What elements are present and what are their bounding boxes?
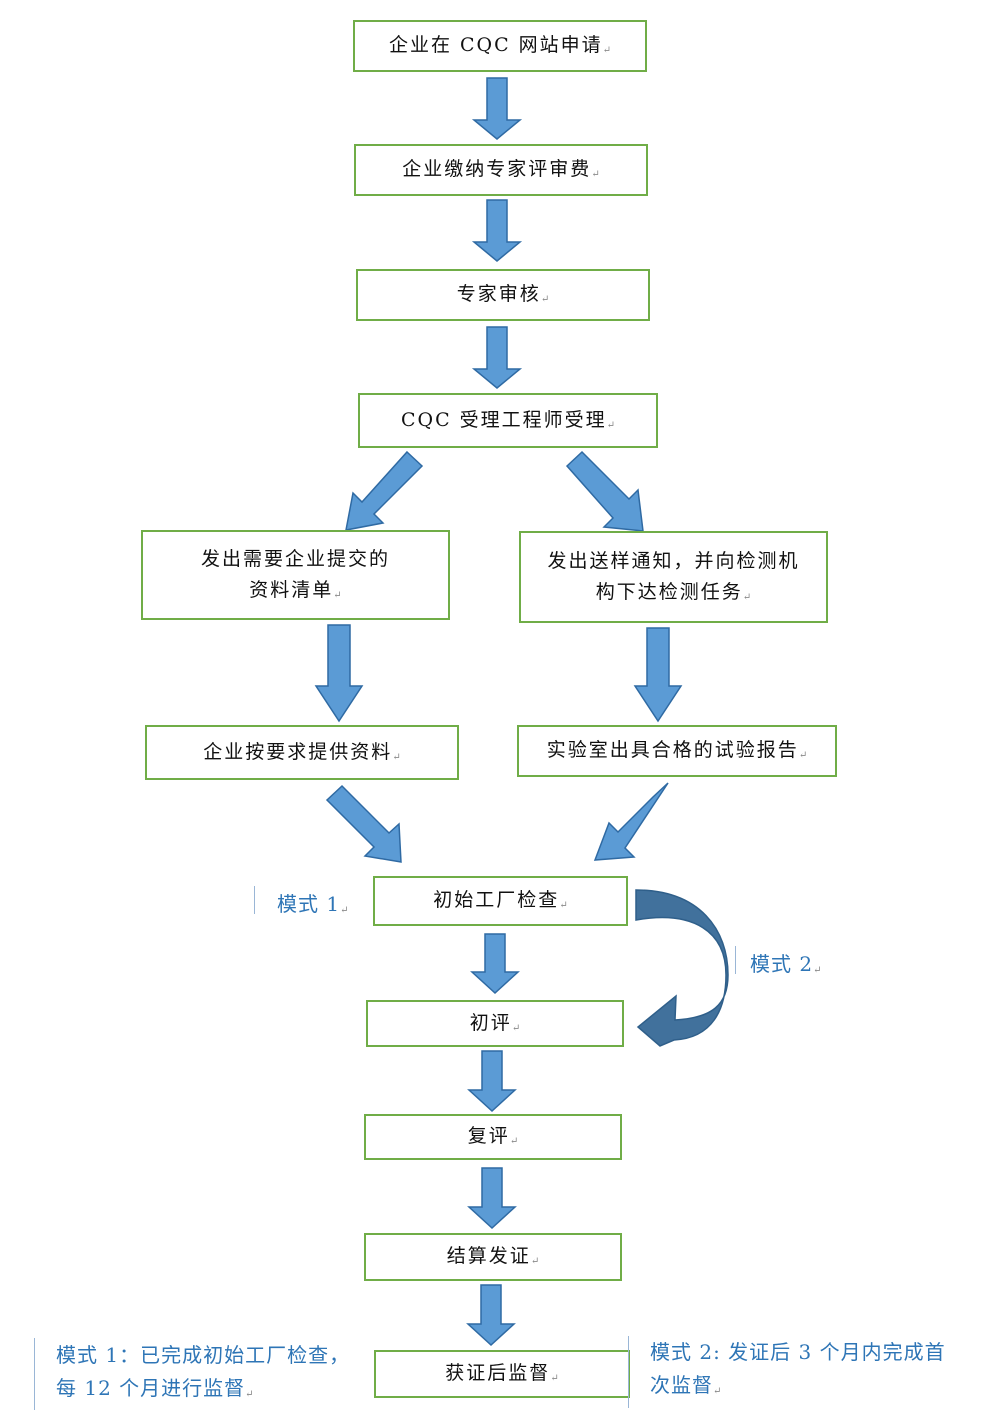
arrow-lab-to-factory xyxy=(593,782,669,861)
mode2-note-bar xyxy=(628,1336,629,1408)
step-apply-text: 企业在 CQC 网站申请 xyxy=(389,30,611,61)
mode2-label-bar xyxy=(735,946,736,974)
mode2-note: 模式 2: 发证后 3 个月内完成首 次监督 xyxy=(650,1336,970,1402)
arrow-settle-to-supervision xyxy=(466,1284,516,1347)
step-second-review-text: 复评 xyxy=(468,1121,518,1152)
mode2-label-text: 模式 2 xyxy=(750,952,821,976)
mode1-note-text: 模式 1：已完成初始工厂检查， 每 12 个月进行监督 xyxy=(56,1343,350,1400)
arrow-apply-to-pay xyxy=(471,77,523,140)
arrow-provide-to-factory xyxy=(325,784,402,863)
step-expert-review: 专家审核 xyxy=(356,269,650,321)
step-factory-inspection-text: 初始工厂检查 xyxy=(433,885,567,916)
step-settle-certify: 结算发证 xyxy=(364,1233,622,1281)
step-sample-notice-text: 发出送样通知，并向检测机 构下达检测任务 xyxy=(547,546,799,609)
mode1-note-bar xyxy=(34,1338,35,1410)
mode1-label: 模式 1 xyxy=(277,888,348,921)
step-expert-review-text: 专家审核 xyxy=(457,279,549,310)
step-pay-fee: 企业缴纳专家评审费 xyxy=(354,144,648,196)
step-second-review: 复评 xyxy=(364,1114,622,1160)
mode2-note-text: 模式 2: 发证后 3 个月内完成首 次监督 xyxy=(650,1340,946,1397)
step-lab-report-text: 实验室出具合格的试验报告 xyxy=(547,735,807,766)
step-pay-fee-text: 企业缴纳专家评审费 xyxy=(402,154,599,185)
step-provide-docs: 企业按要求提供资料 xyxy=(145,725,459,780)
arrow-factory-to-first xyxy=(470,933,520,995)
mode1-label-bar xyxy=(254,886,255,914)
step-first-review-text: 初评 xyxy=(470,1008,520,1039)
mode1-note: 模式 1：已完成初始工厂检查， 每 12 个月进行监督 xyxy=(56,1339,371,1405)
mode1-label-text: 模式 1 xyxy=(277,892,348,916)
step-provide-docs-text: 企业按要求提供资料 xyxy=(203,737,400,768)
arrow-second-to-settle xyxy=(467,1167,517,1230)
step-post-supervision: 获证后监督 xyxy=(374,1350,630,1398)
step-engineer-accept: CQC 受理工程师受理 xyxy=(358,393,658,448)
curved-arrow-mode2 xyxy=(635,889,729,1047)
arrow-accept-to-sample xyxy=(565,450,644,532)
step-sample-notice: 发出送样通知，并向检测机 构下达检测任务 xyxy=(519,531,828,623)
arrow-review-to-accept xyxy=(471,326,523,389)
arrow-sample-to-lab xyxy=(633,627,683,723)
arrow-accept-to-doclist xyxy=(345,450,424,531)
step-doc-list-text: 发出需要企业提交的 资料清单 xyxy=(201,544,390,607)
arrow-first-to-second xyxy=(467,1050,517,1113)
step-post-supervision-text: 获证后监督 xyxy=(445,1358,558,1389)
arrow-pay-to-review xyxy=(471,199,523,262)
arrow-doclist-to-provide xyxy=(314,624,364,723)
step-engineer-accept-text: CQC 受理工程师受理 xyxy=(401,405,615,436)
step-doc-list: 发出需要企业提交的 资料清单 xyxy=(141,530,450,620)
step-settle-certify-text: 结算发证 xyxy=(447,1241,539,1272)
step-lab-report: 实验室出具合格的试验报告 xyxy=(517,725,837,777)
step-factory-inspection: 初始工厂检查 xyxy=(373,876,628,926)
step-first-review: 初评 xyxy=(366,1000,624,1047)
mode2-label: 模式 2 xyxy=(750,948,821,981)
step-apply: 企业在 CQC 网站申请 xyxy=(353,20,647,72)
